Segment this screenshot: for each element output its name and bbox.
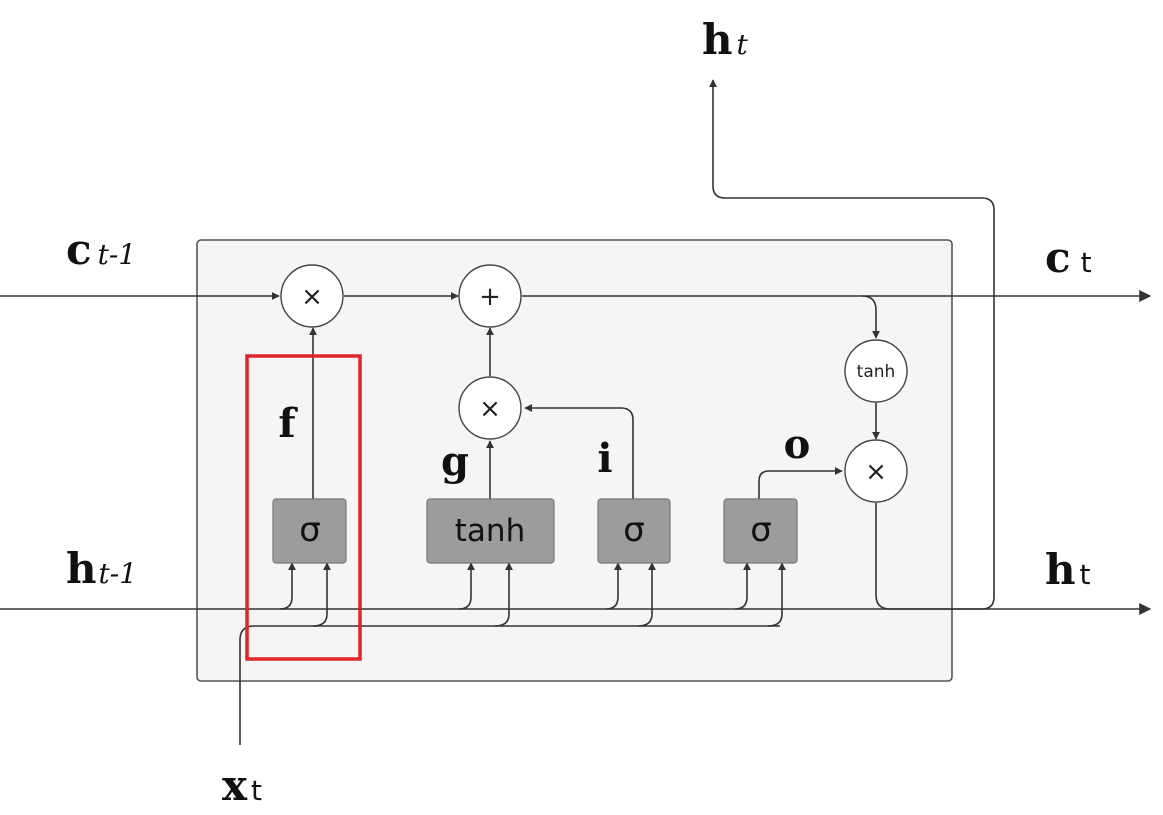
input-gate-label: i <box>597 435 612 482</box>
output-multiply-symbol: × <box>865 457 887 487</box>
output-multiply-node: × <box>844 439 908 503</box>
output-gate-sigma: σ <box>750 510 772 550</box>
x-to-output-wire <box>767 562 786 627</box>
output-gate: σ <box>723 498 798 564</box>
h-to-input-wire <box>605 562 622 610</box>
h-prev-label: ht-1 <box>66 544 137 593</box>
input-multiply-node: × <box>458 376 522 440</box>
input-multiply-symbol: × <box>479 394 501 424</box>
cell-tanh-label: tanh <box>857 362 896 382</box>
x-to-input-wire <box>637 562 656 627</box>
h-top-wire <box>709 79 995 610</box>
x-to-candidate-wire <box>494 562 513 627</box>
forget-multiply-node: × <box>280 264 344 328</box>
cell-add-symbol: + <box>479 282 501 312</box>
forget-gate-label: f <box>278 400 298 447</box>
candidate-gate-label: g <box>441 438 469 485</box>
h-to-output-wire <box>734 562 751 610</box>
forget-gate: σ <box>272 498 347 564</box>
output-gate-label: o <box>784 421 811 468</box>
cell-to-tanh-wire <box>861 295 880 339</box>
candidate-gate: tanh <box>426 498 555 564</box>
forget-multiply-symbol: × <box>301 282 323 312</box>
forget-gate-sigma: σ <box>299 510 321 550</box>
output-gate-wire <box>758 467 843 499</box>
cell-add-node: + <box>458 264 522 328</box>
forget-gate-highlight <box>245 354 362 661</box>
candidate-gate-tanh: tanh <box>455 513 525 549</box>
input-gate-sigma: σ <box>623 510 645 550</box>
h-to-candidate-wire <box>458 562 475 610</box>
x-to-forget-wire <box>312 562 331 627</box>
cell-tanh-node: tanh <box>844 339 908 403</box>
input-gate: σ <box>597 498 671 564</box>
h-to-forget-wire <box>279 562 296 610</box>
input-gate-wire <box>524 404 634 499</box>
cell-container <box>196 239 953 682</box>
x-wire <box>239 625 780 745</box>
